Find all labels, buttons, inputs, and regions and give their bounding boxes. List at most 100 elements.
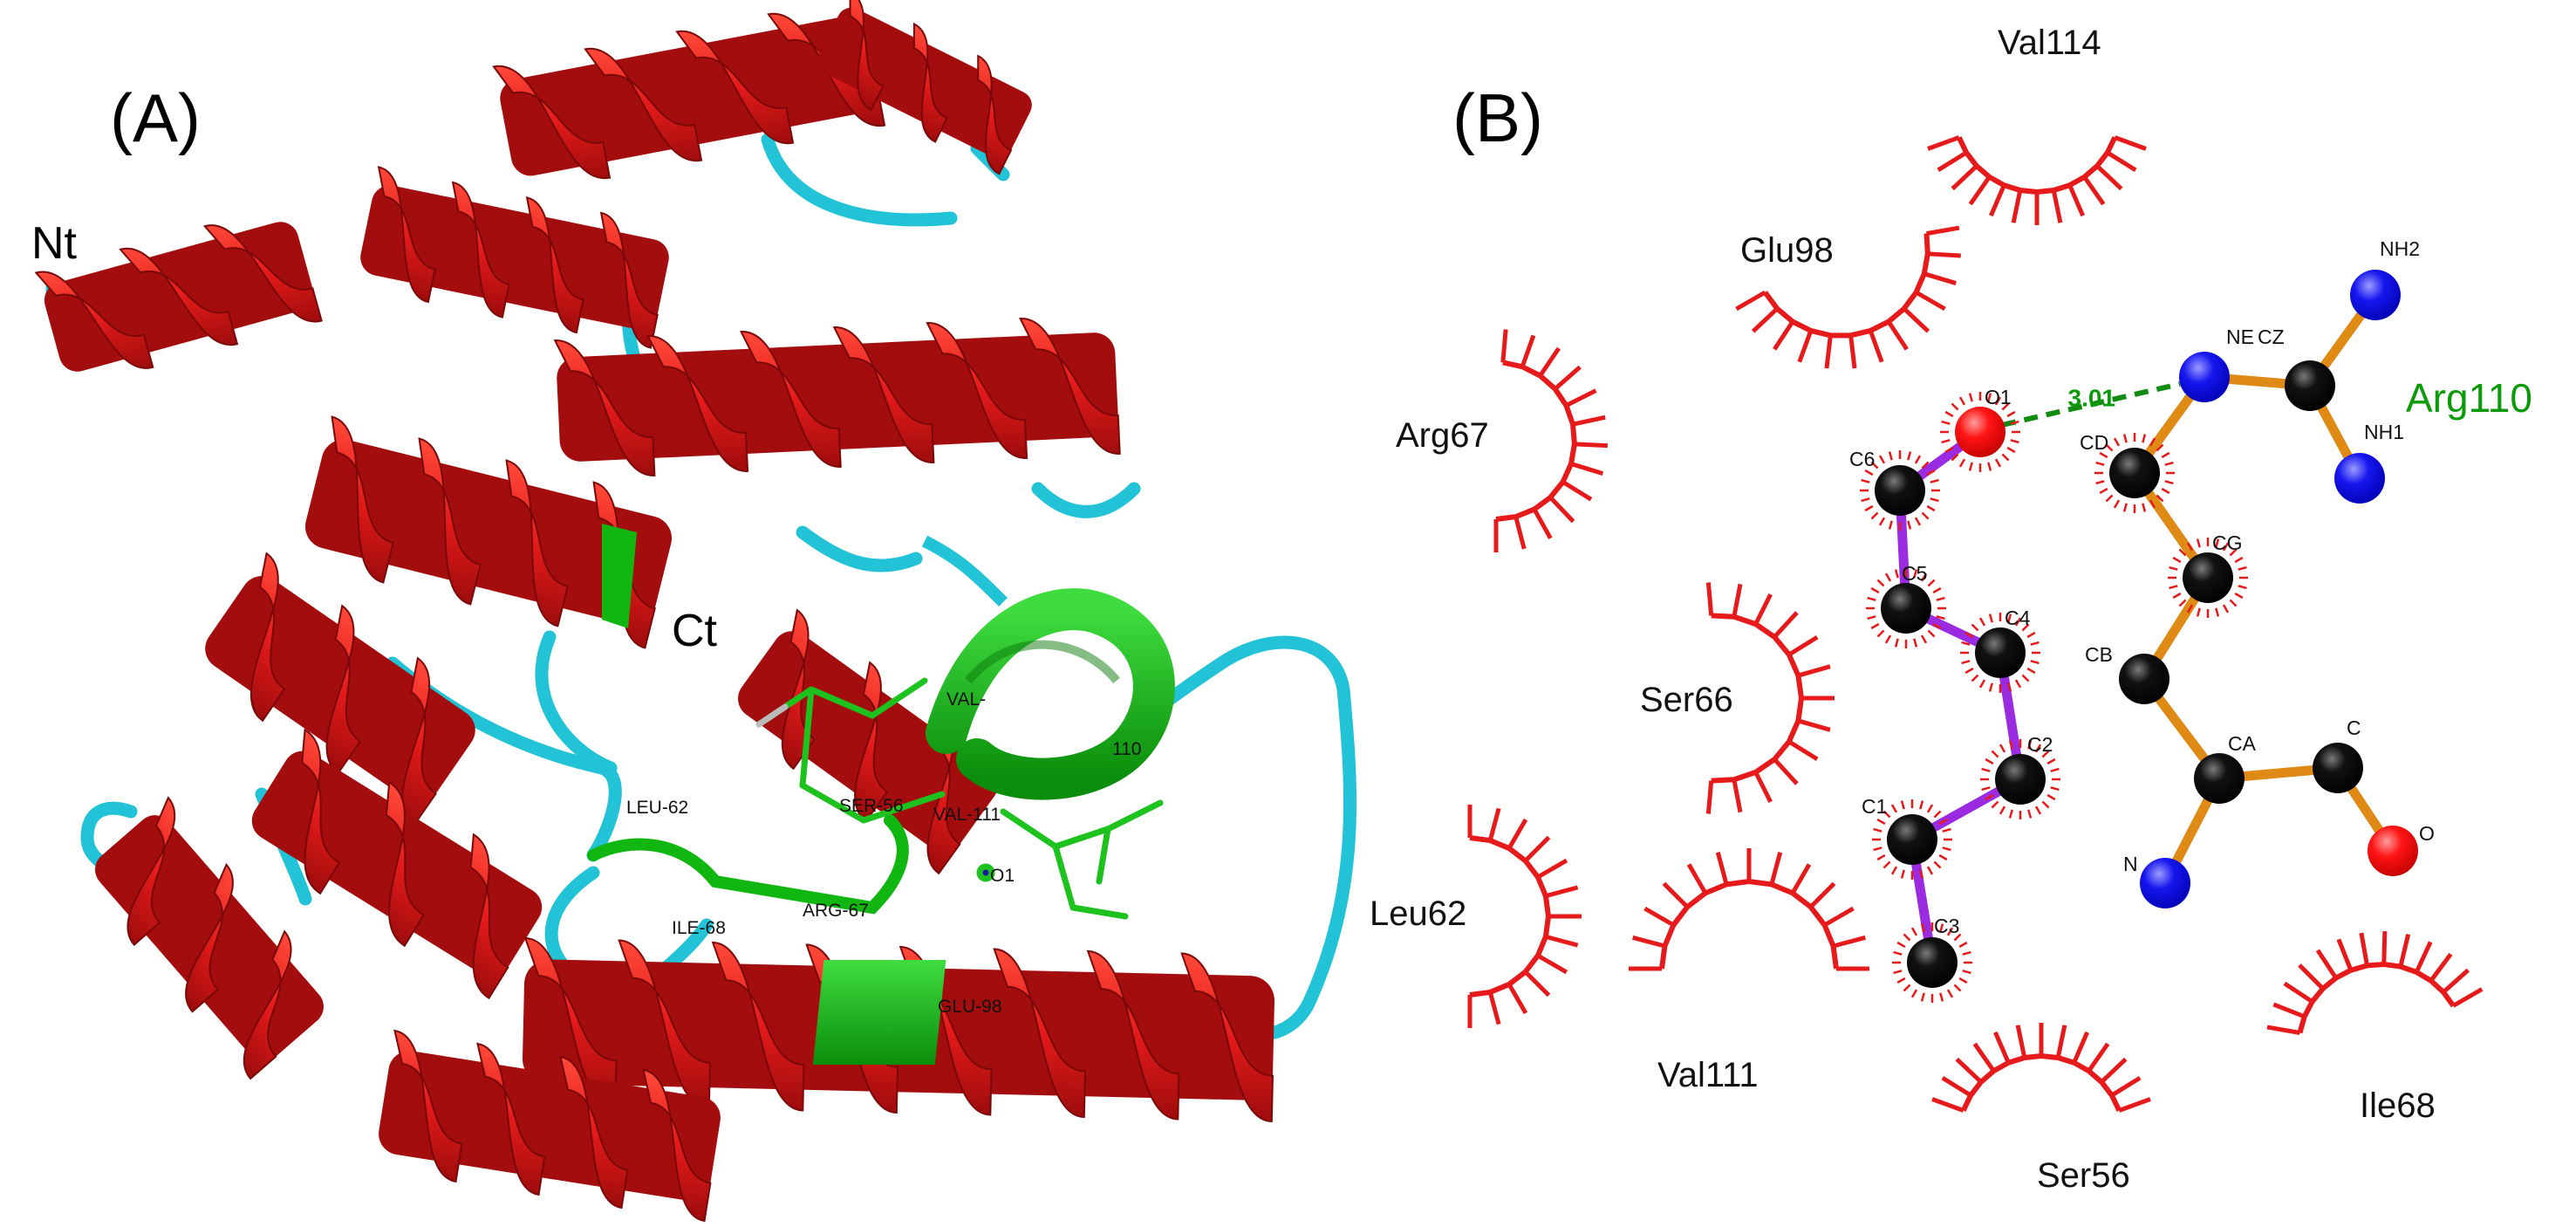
contact-spoke [2114,135,2147,151]
contact-spoke [1915,290,1946,312]
atom-contact-tick [2030,641,2040,646]
atom-C3: C3 [1892,915,1972,1003]
atom-contact-tick [1926,804,1934,813]
atom-contact-tick [2149,437,2156,447]
atom-contact-tick [2186,604,2194,614]
atom-contact-tick [1930,478,1939,483]
contact-spoke [1523,970,1551,997]
contact-spoke [1993,1031,2011,1064]
ligand-residue-label: Arg110 [2406,375,2532,421]
atom-contact-tick [2014,679,2022,689]
atom-contact-tick [2021,623,2030,632]
atom-contact-tick [1864,504,1874,512]
loop-tube [761,133,958,227]
contact-spoke [1500,329,1508,363]
atom-label: CA [2228,732,2257,755]
ligand-stick-model [755,677,1164,920]
atom-contact-tick [2006,410,2016,418]
atom-sphere [1975,627,2026,678]
atom-contact-tick [1941,420,1951,425]
atom-contact-tick [2178,599,2187,607]
atom-label: C5 [1902,562,1927,585]
atom-label: NE [2226,326,2254,348]
contact-spoke [2381,930,2388,965]
atom-contact-tick [1946,927,1954,936]
contact-spoke [1931,1097,1964,1113]
helix-ribbon [34,222,323,372]
contact-spoke [1532,508,1553,539]
contact-spoke [1823,906,1855,928]
atom-contact-tick [1876,579,1885,587]
contact-spoke [1513,516,1527,550]
atom-contact-tick [2034,744,2042,753]
loop-tube [535,630,618,775]
contact-spoke [1773,757,1799,785]
atom-contact-tick [1926,469,1936,476]
atom-contact-tick [2122,434,2128,443]
helix-ribbon [379,1029,721,1223]
contact-spoke [1951,164,1978,191]
contact-spoke [1923,271,1957,285]
helix-segments [34,0,1275,1223]
atom-contact-tick [1870,511,1879,520]
atom-label: C1 [1862,795,1887,818]
atom-contact-tick [1884,572,1892,582]
contact-arc [1961,1052,2122,1112]
atom-contact-tick [1867,615,1876,620]
atom-contact-tick [1884,634,1892,644]
atom-contact-tick [1921,511,1930,520]
atom-contact-tick [1946,989,1954,998]
atom-contact-tick [1920,992,1925,1002]
contact-ser66: Ser66 [1640,582,1835,814]
atom-sphere [2313,743,2363,793]
hbond-O1-NE [2001,381,2181,428]
contact-spoke [1554,365,1582,391]
ligand-bond-stick [1104,799,1164,833]
atom-contact-tick [1893,950,1903,956]
contact-label-ile68: Ile68 [2360,1086,2436,1125]
atom-contact-tick [2234,592,2244,600]
contact-spoke [2106,150,2137,172]
contact-spoke [1751,306,1779,333]
atom-sphere [2179,352,2230,402]
atom-label: C [2347,716,2361,739]
contact-spoke [1797,718,1831,732]
atom-contact-tick [2008,809,2013,819]
contact-spoke [2100,1057,2128,1084]
atom-contact-tick [2122,503,2128,512]
atom-contact-tick [1978,679,1986,689]
atom-contact-tick [1896,977,1906,984]
contact-spoke [1520,334,1536,368]
hydrogen-bonds: 3.01 [2001,381,2181,428]
atom-contact-tick [1920,923,1925,933]
atom-contact-tick [1930,497,1939,503]
atom-contact-tick [2238,566,2247,571]
atom-contact-tick [1894,638,1899,648]
atom-contact-tick [1978,617,1986,627]
atom-contact-tick [1988,682,1993,692]
atom-contact-tick [1900,800,1905,810]
atom-contact-tick [2046,793,2056,801]
atom-C2: C2 [1980,733,2060,819]
contact-spoke [2429,952,2453,983]
atom-contact-tick [2006,446,2016,454]
atom-contact-tick [1861,478,1870,483]
atom-contact-tick [2169,585,2178,590]
contact-spoke [2087,1042,2110,1073]
atom-contact-tick [2095,461,2105,466]
atom-contact-tick [2161,487,2170,495]
atom-contact-tick [1914,455,1922,464]
contact-leu62: Leu62 [1370,805,1582,1028]
atom-contact-tick [2105,494,2114,503]
atom-contact-tick [1870,586,1880,594]
atom-C4: C4 [1960,607,2040,693]
contact-spoke [1536,953,1568,975]
contact-spoke [2118,1097,2151,1113]
ligand-bond-stick [1052,826,1111,850]
atom-contact-tick [2008,740,2013,750]
atom-C1: C1 [1862,795,1952,880]
ligand-bond-stick [860,791,946,824]
atom-C: C [2313,716,2363,793]
ligand-bond-stick [808,686,876,719]
contact-spoke [2051,189,2063,223]
